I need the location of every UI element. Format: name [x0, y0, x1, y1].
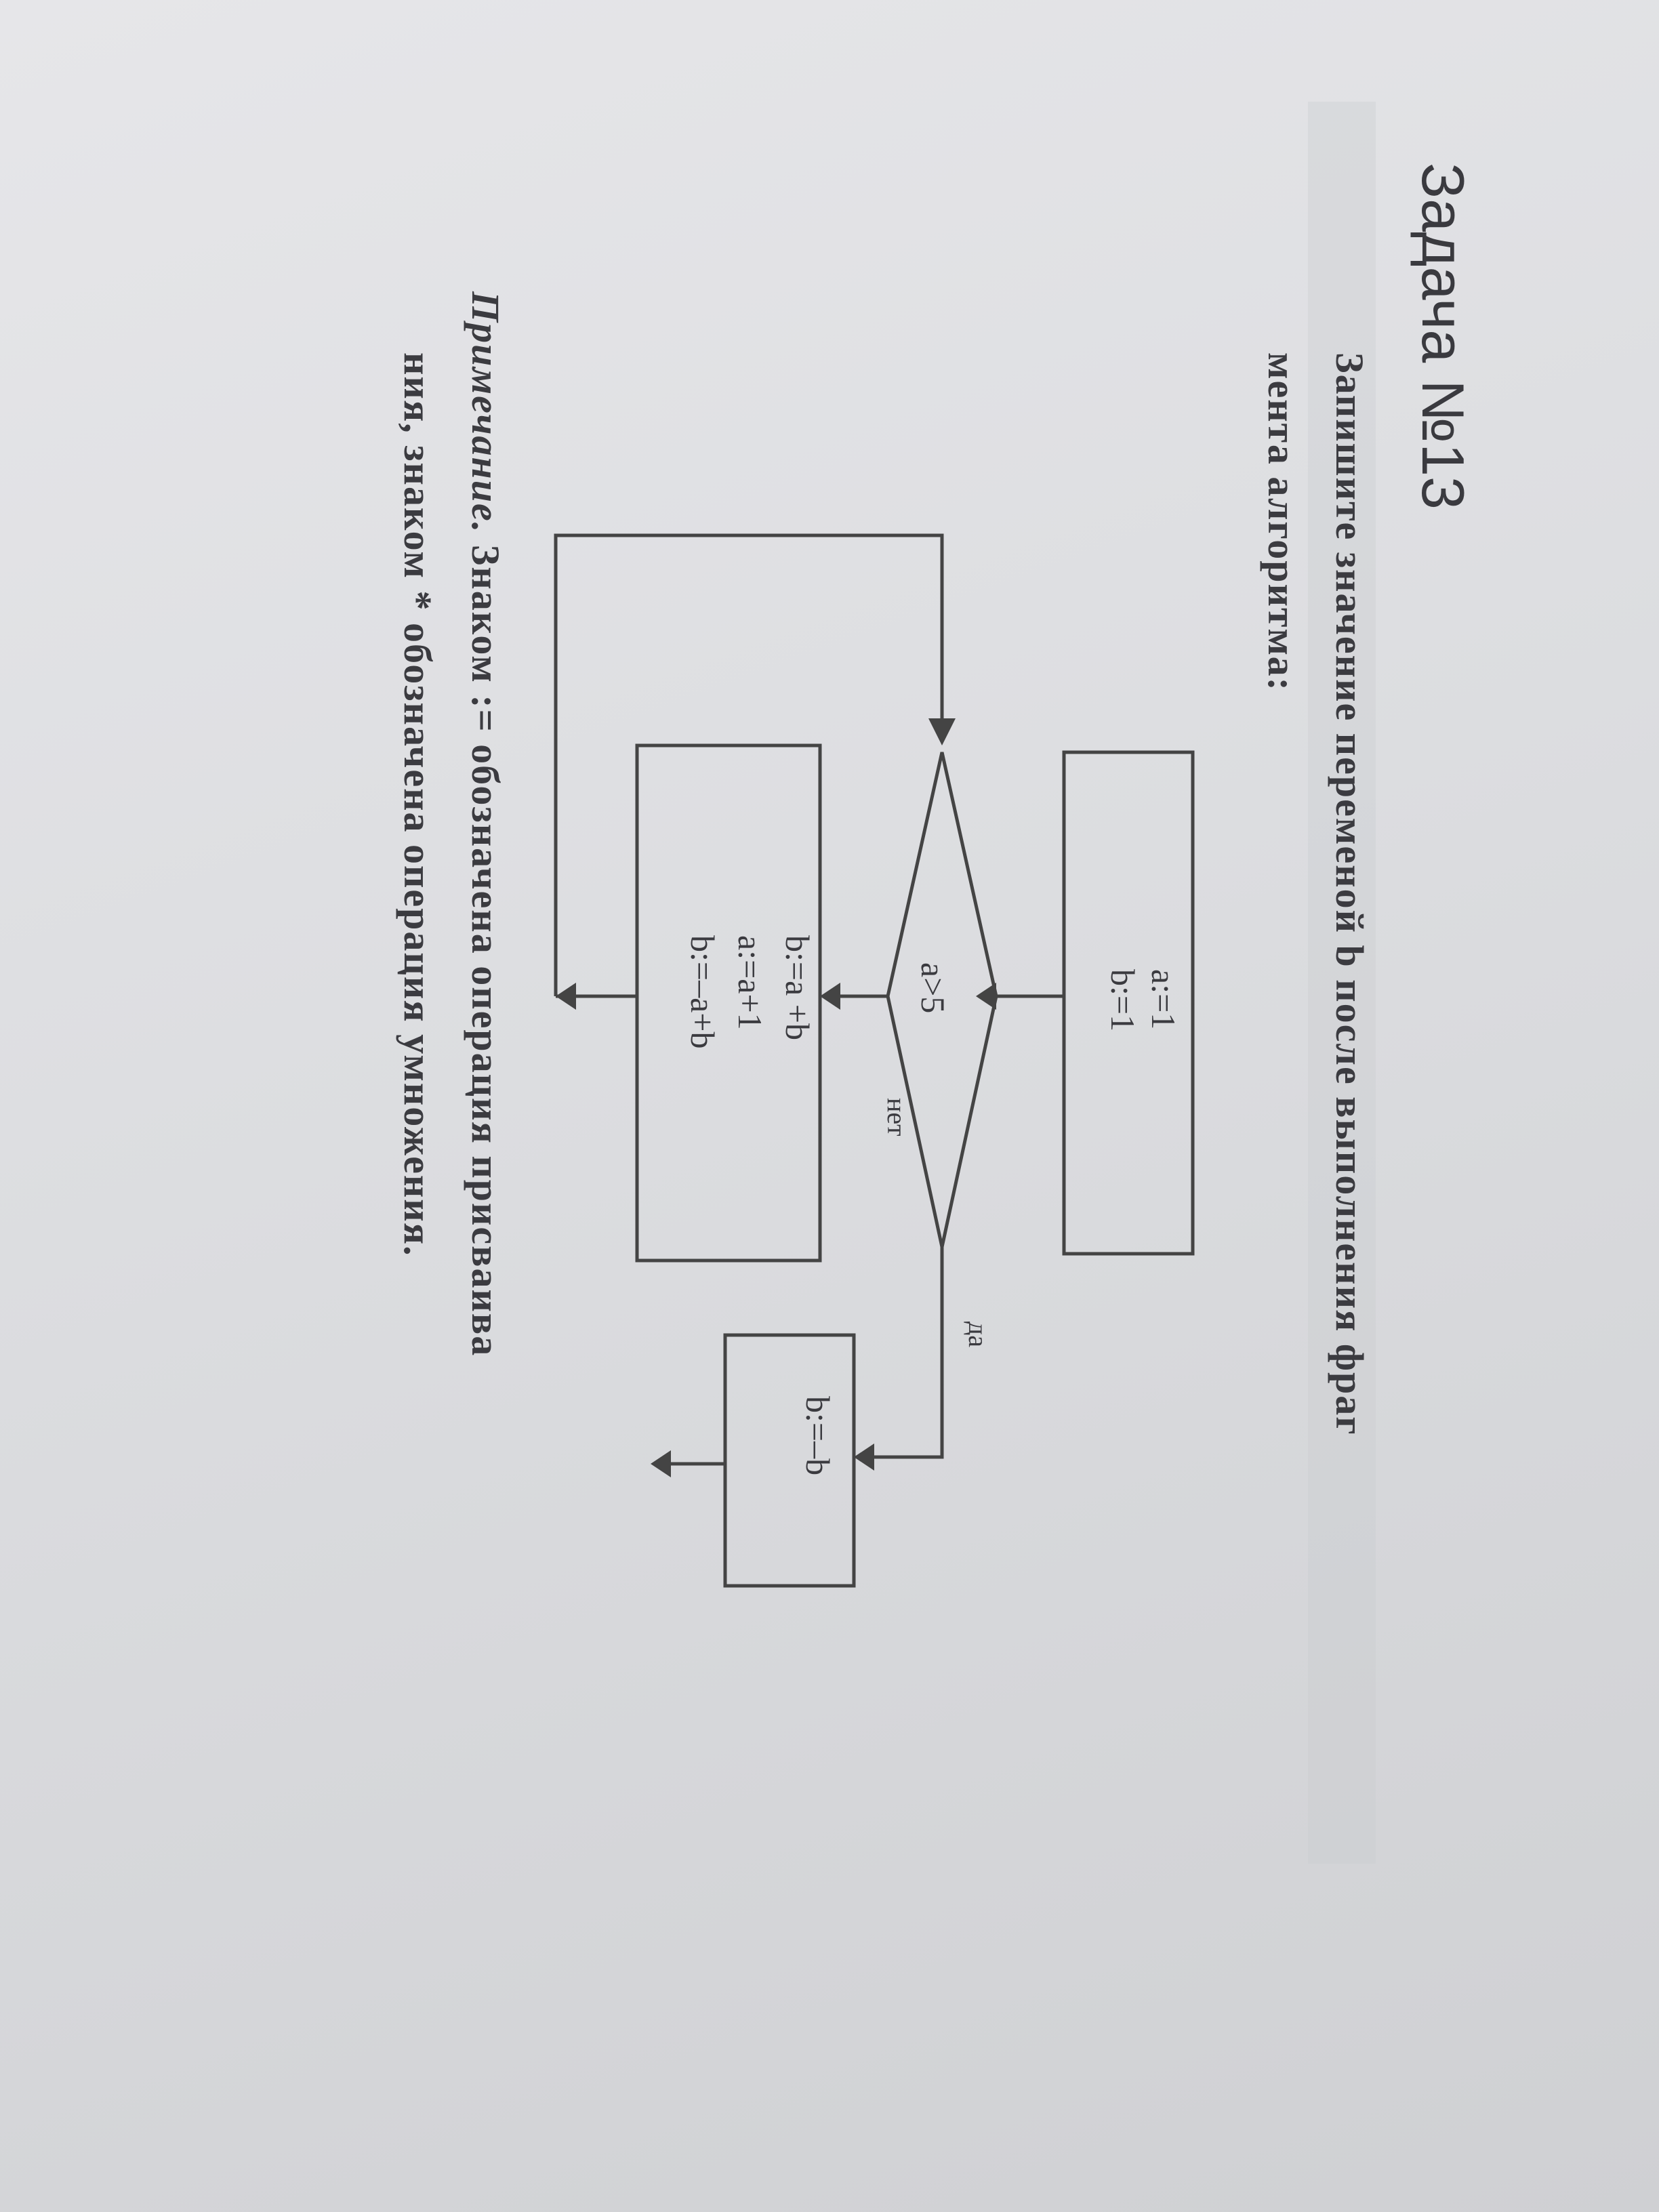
loop-line-2: a:=a+1: [731, 935, 769, 1030]
init-line-2: b:=1: [1104, 969, 1142, 1031]
arrow-head: [820, 983, 840, 1010]
yes-block: [723, 1333, 856, 1588]
note-line-2: ния, знаком * обозначена операция умноже…: [396, 352, 440, 1257]
condition-text: a>5: [914, 962, 952, 1013]
loop-block: [635, 743, 822, 1263]
arrow-head: [928, 718, 956, 745]
loop-line-3: b:=–a+b: [684, 935, 722, 1048]
branch-yes-label: да: [963, 1322, 994, 1347]
note-label: Примечание.: [464, 291, 508, 534]
arrow-head: [556, 983, 576, 1010]
note-line-1: Примечание. Знаком := обозначена операци…: [463, 291, 508, 1357]
branch-no-label: нет: [882, 1098, 912, 1136]
connector-loop-back: [554, 533, 944, 996]
arrow-head: [854, 1443, 874, 1471]
paper-shadow: [1308, 102, 1376, 1864]
arrow-head: [651, 1450, 671, 1477]
loop-line-1: b:=a +b: [779, 935, 817, 1040]
init-block: [1062, 750, 1195, 1256]
init-line-1: a:=1: [1145, 969, 1183, 1029]
arrow-head: [976, 983, 996, 1010]
connector-yes-branch: [874, 1247, 944, 1459]
yes-block-text: b:=–b: [799, 1396, 837, 1475]
note-line-1-text: Знаком := обозначена операция присваива: [464, 533, 508, 1357]
